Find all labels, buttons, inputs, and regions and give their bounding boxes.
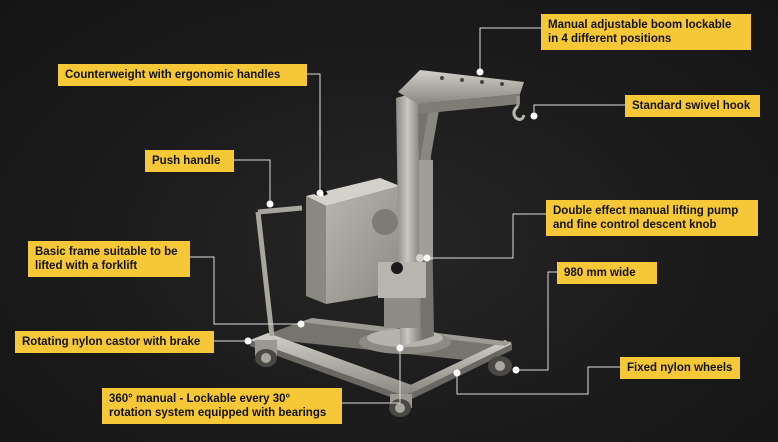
boom-arm <box>398 70 524 114</box>
callout-hook: Standard swivel hook <box>625 95 760 117</box>
callout-rotation-line-1: 360° manual - Lockable every 30° <box>109 393 291 405</box>
callout-counterweight: Counterweight with ergonomic handles <box>58 64 307 86</box>
callout-width: 980 mm wide <box>557 262 657 284</box>
callout-boom-line-2: in 4 different positions <box>548 33 672 45</box>
callout-dots <box>244 68 538 377</box>
callout-castor: Rotating nylon castor with brake <box>15 331 214 353</box>
swivel-hook <box>512 96 526 121</box>
callout-pump: Double effect manual lifting pump and fi… <box>546 200 758 236</box>
callout-pump-line-1: Double effect manual lifting pump <box>553 205 739 217</box>
callout-frame-line-1: Basic frame suitable to be <box>35 246 178 258</box>
fixed-wheel-right <box>488 356 512 376</box>
callout-boom-line-1: Manual adjustable boom lockable <box>548 19 732 31</box>
callout-hook-line-1: Standard swivel hook <box>632 100 751 112</box>
callout-rotation-line-2: rotation system equipped with bearings <box>109 407 327 419</box>
callout-frame: Basic frame suitable to be lifted with a… <box>28 241 190 277</box>
push-handle-bar <box>255 205 303 337</box>
callout-pump-line-2: and fine control descent knob <box>553 219 717 231</box>
callout-counterweight-line-1: Counterweight with ergonomic handles <box>65 69 281 81</box>
callout-rotation: 360° manual - Lockable every 30° rotatio… <box>102 388 342 424</box>
callout-push-handle: Push handle <box>145 150 234 172</box>
pump-unit <box>378 254 426 328</box>
callout-boom: Manual adjustable boom lockable in 4 dif… <box>541 14 751 50</box>
callout-push-handle-line-1: Push handle <box>152 155 221 167</box>
leader-lines <box>190 27 625 404</box>
callout-wheels: Fixed nylon wheels <box>620 357 740 379</box>
callout-frame-line-2: lifted with a forklift <box>35 260 138 272</box>
castor-left <box>255 340 277 367</box>
callout-castor-line-1: Rotating nylon castor with brake <box>22 336 201 348</box>
callout-wheels-line-1: Fixed nylon wheels <box>627 362 733 374</box>
callout-width-line-1: 980 mm wide <box>564 267 636 279</box>
hydraulic-cylinder <box>419 109 439 260</box>
